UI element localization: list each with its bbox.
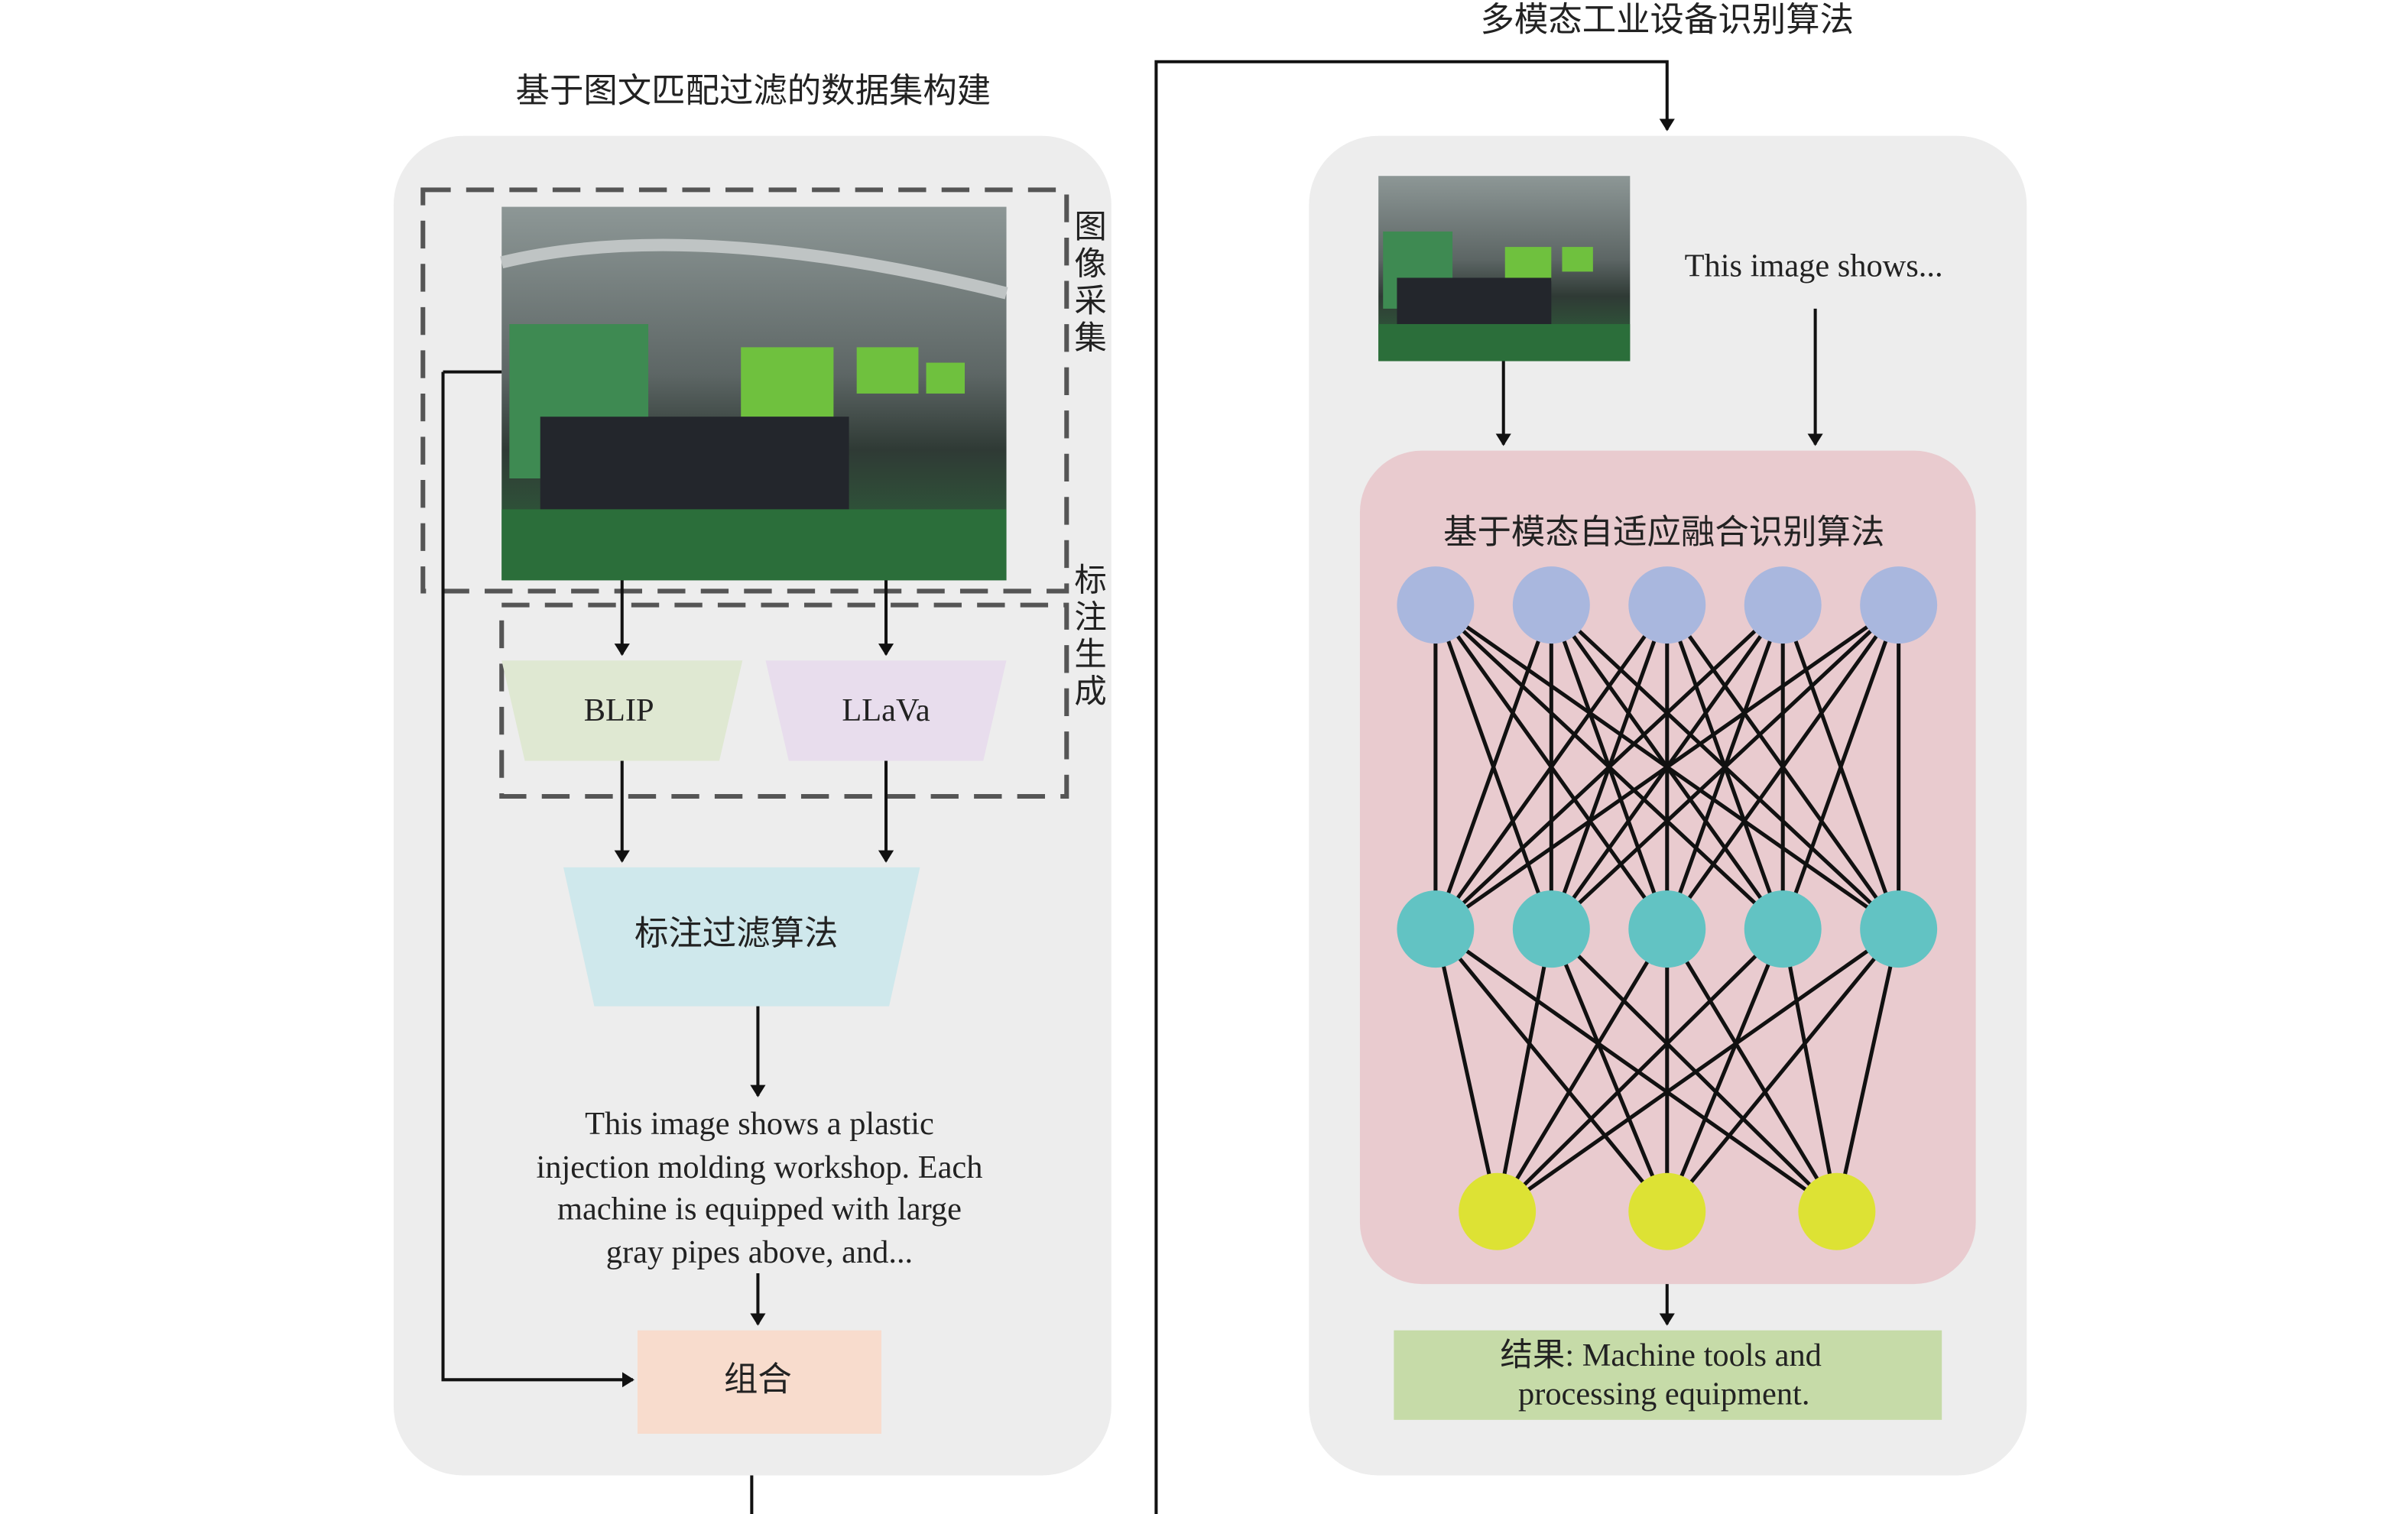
image-capture-group xyxy=(420,187,1069,594)
hidden-node xyxy=(1860,890,1938,968)
network-edge xyxy=(1433,928,1669,1213)
llava-model xyxy=(765,660,1007,761)
network-edge xyxy=(1433,604,1553,930)
photo-to-combine-arrow xyxy=(441,371,634,1388)
image-capture-label: 图 像 采 集 xyxy=(1074,208,1106,356)
svg-text:成: 成 xyxy=(1074,673,1106,710)
network-edge xyxy=(1780,604,1901,930)
hidden-node xyxy=(1512,890,1590,968)
network-edge xyxy=(1434,603,1784,931)
output-node xyxy=(1628,1172,1706,1250)
input-node xyxy=(1397,566,1475,644)
network-edge xyxy=(1495,929,1553,1212)
svg-text:集: 集 xyxy=(1074,319,1106,356)
connector-arrow xyxy=(750,60,1675,1514)
fusion-title: 基于模态自适应融合识别算法 xyxy=(1443,513,1884,552)
network-edge xyxy=(1665,928,1900,1213)
hidden-node xyxy=(1628,890,1706,968)
svg-text:结果: Machine tools and: 结果: Machine tools and xyxy=(1501,1337,1822,1373)
svg-text:像: 像 xyxy=(1074,245,1106,282)
svg-text:注: 注 xyxy=(1074,598,1106,636)
svg-text:图: 图 xyxy=(1074,208,1106,245)
svg-text:machine is equipped with large: machine is equipped with large xyxy=(557,1191,962,1227)
network-edge xyxy=(1780,929,1839,1212)
network-edge xyxy=(1665,928,1839,1213)
network-edge xyxy=(1495,928,1669,1213)
input-node xyxy=(1744,566,1822,644)
svg-text:标注过滤算法: 标注过滤算法 xyxy=(634,914,838,953)
network-edge xyxy=(1495,927,1784,1213)
network-edge xyxy=(1665,928,1785,1213)
network-edge xyxy=(1433,604,1669,931)
annotation-filter-algorithm xyxy=(563,867,920,1007)
svg-text:LLaVa: LLaVa xyxy=(842,692,930,728)
left-panel-title: 基于图文匹配过滤的数据集构建 xyxy=(516,71,991,110)
svg-text:gray pipes above, and...: gray pipes above, and... xyxy=(606,1234,913,1270)
network-edge xyxy=(1434,927,1838,1214)
svg-text:组合: 组合 xyxy=(724,1360,792,1399)
generated-caption: This image shows a plastic injection mol… xyxy=(536,1106,982,1270)
network-edge xyxy=(1550,927,1838,1213)
combine-box xyxy=(637,1330,881,1434)
input-node xyxy=(1512,566,1590,644)
svg-text:采: 采 xyxy=(1074,282,1106,319)
svg-text:生: 生 xyxy=(1074,635,1106,673)
factory-photo-thumbnail xyxy=(1378,176,1631,361)
svg-text:标: 标 xyxy=(1074,561,1106,598)
hidden-node xyxy=(1397,890,1475,968)
text-input: This image shows... xyxy=(1685,248,1943,284)
output-node xyxy=(1459,1172,1537,1250)
network-edge xyxy=(1550,603,1900,931)
input-node xyxy=(1860,566,1938,644)
result-box xyxy=(1394,1330,1942,1420)
annotation-group xyxy=(499,602,1069,799)
blip-model xyxy=(501,660,743,761)
svg-text:injection molding workshop. Ea: injection molding workshop. Each xyxy=(536,1149,982,1185)
input-node xyxy=(1628,566,1706,644)
annotation-generation-label: 标 注 生 成 xyxy=(1074,561,1106,709)
network-edge xyxy=(1665,604,1900,931)
network-edge xyxy=(1434,603,1900,931)
network-edge xyxy=(1433,929,1500,1212)
result-text: 结果: Machine tools and processing equipme… xyxy=(1501,1337,1822,1412)
hidden-node xyxy=(1744,890,1822,968)
svg-text:processing equipment.: processing equipment. xyxy=(1518,1376,1809,1412)
neural-network xyxy=(1397,566,1938,1250)
network-edge xyxy=(1835,929,1901,1212)
svg-text:This image shows a plastic: This image shows a plastic xyxy=(585,1106,934,1142)
right-panel-title: 多模态工业设备识别算法 xyxy=(1481,0,1854,39)
network-edge xyxy=(1496,927,1900,1214)
svg-text:BLIP: BLIP xyxy=(584,692,654,728)
output-node xyxy=(1798,1172,1876,1250)
network-edge xyxy=(1549,928,1670,1213)
factory-photo xyxy=(500,206,1008,581)
